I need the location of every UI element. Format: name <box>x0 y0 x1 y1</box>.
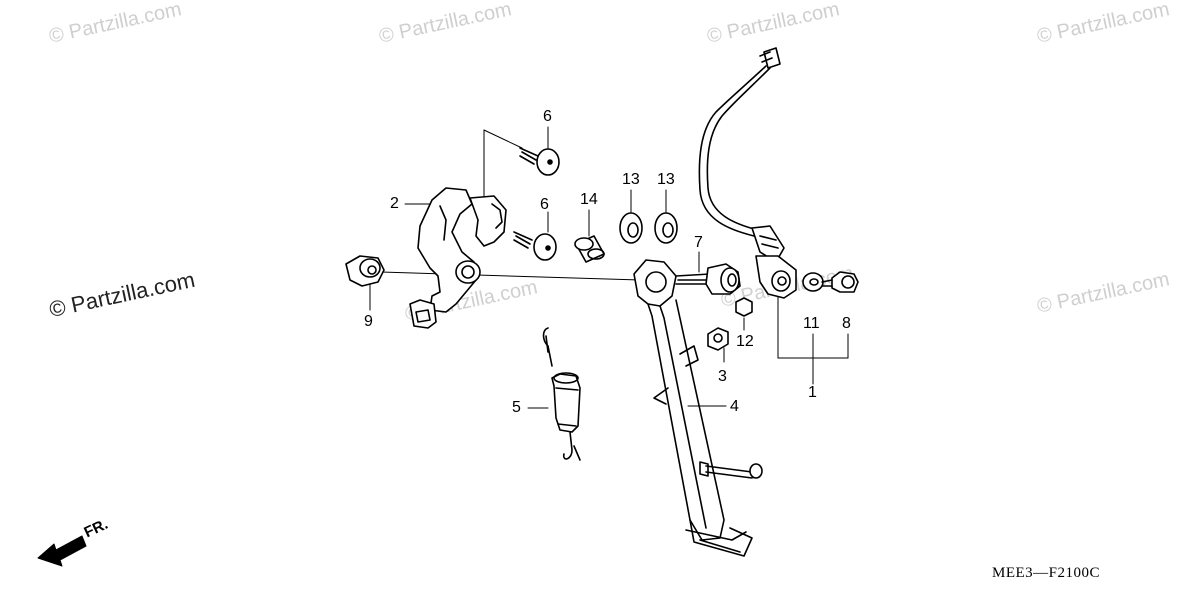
callout-2: 2 <box>390 195 399 212</box>
nut-part-12 <box>735 297 753 317</box>
side-stand-part-4 <box>633 259 763 557</box>
collar-part-14 <box>574 235 605 263</box>
callout-11: 11 <box>803 315 820 332</box>
callout-7: 7 <box>694 234 703 251</box>
callout-6-lower: 6 <box>540 196 549 213</box>
callout-9: 9 <box>364 313 373 330</box>
callout-13a: 13 <box>622 171 640 188</box>
washer-part-13b <box>654 212 678 244</box>
callout-1: 1 <box>808 384 817 401</box>
callout-12: 12 <box>736 333 754 350</box>
callout-13b: 13 <box>657 171 675 188</box>
callout-8: 8 <box>842 315 851 332</box>
callout-6-upper: 6 <box>543 108 552 125</box>
diagram-code: MEE3—F2100C <box>992 565 1101 581</box>
front-arrow-icon <box>37 535 87 567</box>
callout-3: 3 <box>718 368 727 385</box>
leader-lines <box>369 126 849 409</box>
grommet-part-9 <box>345 255 385 287</box>
bolt-part-7 <box>675 263 741 295</box>
bolt-part-8 <box>821 271 859 293</box>
callout-14: 14 <box>580 191 598 208</box>
switch-part-1 <box>698 47 797 299</box>
screw-part-6-lower <box>513 231 557 261</box>
callout-5: 5 <box>512 399 521 416</box>
callout-4: 4 <box>730 398 739 415</box>
screw-part-6-upper <box>519 147 560 176</box>
nut-part-3 <box>707 327 729 351</box>
washer-part-11 <box>802 272 824 292</box>
spring-part-5 <box>542 327 581 461</box>
bracket-part-2 <box>409 187 507 329</box>
washer-part-13a <box>619 212 643 244</box>
